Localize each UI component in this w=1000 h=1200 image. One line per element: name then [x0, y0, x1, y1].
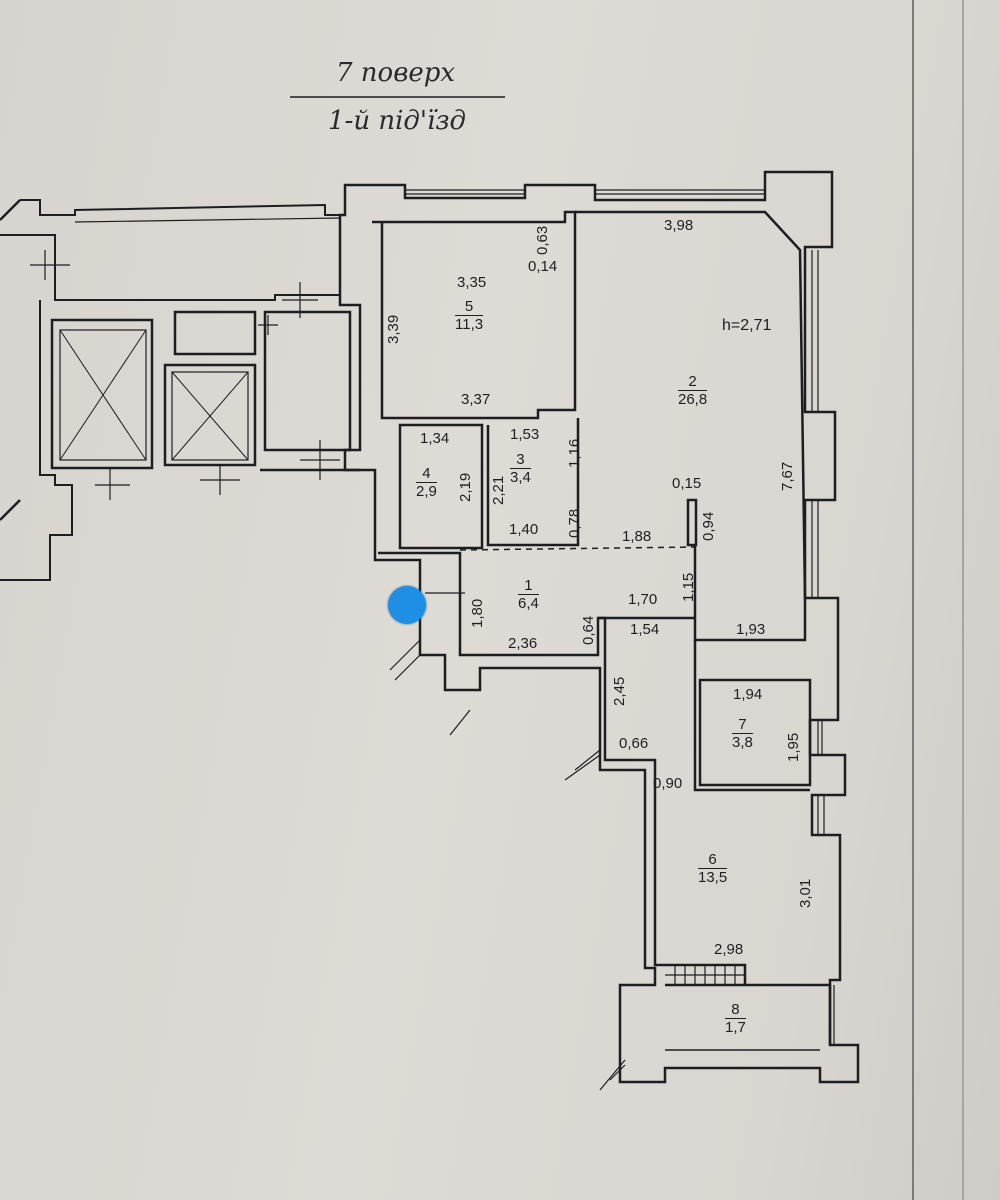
dim-label: 3,39	[385, 314, 402, 344]
dim-label: 2,36	[508, 635, 538, 652]
room-6-top-wall	[693, 640, 810, 792]
dim-label: 3,98	[664, 217, 694, 234]
dim-label: 0,14	[528, 258, 558, 275]
room-7-walls	[698, 678, 812, 787]
floor-title: 7 поверх	[336, 58, 456, 88]
ceiling-height-label: h=2,71	[722, 317, 772, 334]
dim-label: 0,78	[566, 508, 583, 538]
dim-label: 1,34	[420, 430, 450, 447]
sheet-edge-line	[962, 0, 964, 1200]
dim-label: 1,93	[736, 621, 766, 638]
corridor-walls	[598, 616, 747, 985]
dim-label: 2,45	[611, 676, 628, 706]
room-3-walls	[486, 418, 580, 547]
dim-label: 0,66	[619, 735, 649, 752]
dim-label: 1,95	[785, 732, 802, 762]
balcony-walls	[665, 983, 832, 1045]
elevator-shaft-1	[50, 318, 154, 470]
dim-label: 0,15	[672, 475, 702, 492]
blue-dot-marker-icon	[388, 586, 426, 624]
sheet-margin-line	[912, 0, 914, 1200]
room-4-walls	[398, 423, 484, 550]
dim-label: 1,40	[509, 521, 539, 538]
room-5-walls	[372, 210, 577, 420]
dim-label: 7,67	[779, 461, 796, 491]
dim-label: 2,98	[714, 941, 744, 958]
dim-label: 0,94	[700, 511, 717, 541]
dim-label: 0,63	[534, 225, 551, 255]
dim-label: 1,94	[733, 686, 763, 703]
dim-label: 3,35	[457, 274, 487, 291]
elevator-shaft-2	[163, 363, 257, 467]
dim-label: 3,37	[461, 391, 491, 408]
dim-label: 3,01	[797, 878, 814, 908]
hallway-walls	[378, 551, 695, 657]
entrance-title: 1-й під'їзд	[328, 106, 466, 136]
dim-label: 0,90	[653, 775, 683, 792]
partition-post	[686, 498, 698, 547]
dim-label: 1,70	[628, 591, 658, 608]
dim-label: 1,54	[630, 621, 660, 638]
dim-label: 1,88	[622, 528, 652, 545]
dim-label: 1,16	[566, 438, 583, 468]
dim-label: 2,21	[490, 475, 507, 505]
dim-label: 0,64	[580, 615, 597, 645]
dim-label: 1,80	[469, 598, 486, 628]
outer-wall	[338, 170, 860, 1084]
dim-label: 2,19	[457, 472, 474, 502]
dim-label: 1,53	[510, 426, 540, 443]
dim-label: 1,15	[680, 572, 697, 602]
